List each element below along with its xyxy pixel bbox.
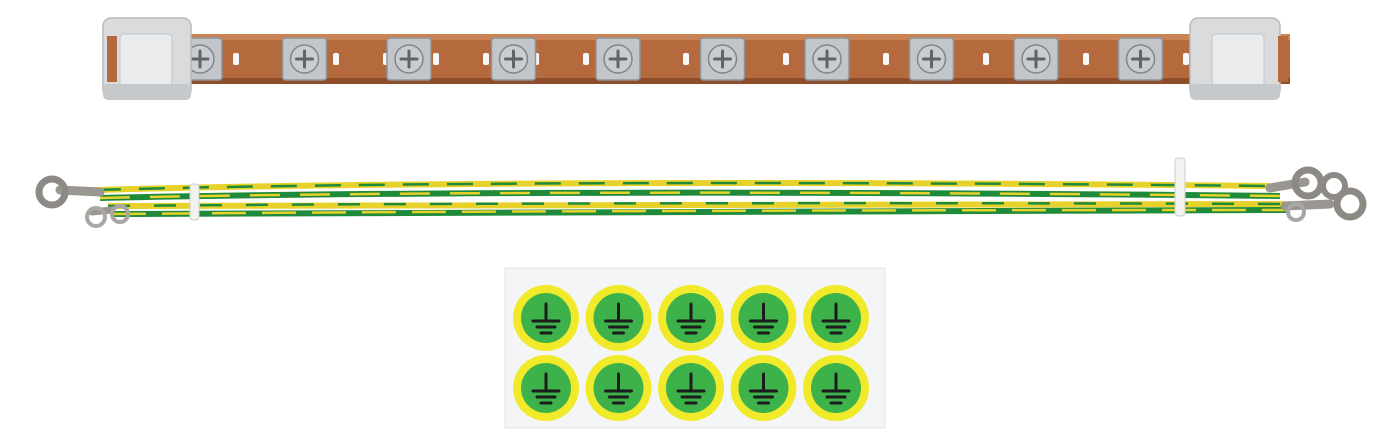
earth-labels: [513, 285, 869, 421]
earth-label: [585, 285, 652, 351]
busbar-terminal: [699, 37, 746, 81]
earth-cables: [35, 157, 1367, 228]
busbar-slot: [1083, 53, 1089, 65]
busbar-terminal: [490, 37, 537, 81]
screw-slot: [608, 49, 628, 69]
ring-lugs-left: [35, 175, 130, 228]
ring-lugs-right: [1265, 166, 1367, 222]
busbar-slot: [483, 53, 489, 65]
earth-ground-icon: [604, 302, 633, 335]
earth-ground-icon: [676, 302, 706, 335]
earth-ground-icon: [531, 372, 561, 405]
busbar-slot: [333, 53, 339, 65]
busbar-terminal: [1013, 37, 1059, 81]
screw-slot: [713, 49, 732, 69]
busbar-slot: [433, 53, 439, 65]
earthing-busbar: [102, 17, 1290, 100]
earth-ground-icon: [749, 372, 778, 405]
busbar-terminal: [386, 37, 432, 81]
cable-bundle: [94, 180, 1289, 217]
screw-slot: [817, 49, 837, 69]
busbar-terminals: [177, 37, 1164, 81]
screw-slot: [295, 49, 314, 69]
cable-tie-left: [189, 183, 200, 221]
earth-label: [730, 285, 797, 351]
busbar-slot: [983, 53, 989, 65]
earth-ground-icon: [604, 372, 633, 405]
earth-label: [513, 355, 579, 421]
cable-tie-right: [1174, 157, 1186, 217]
busbar-terminal: [281, 37, 328, 81]
busbar-terminal: [595, 37, 641, 81]
screw-slot: [190, 49, 210, 69]
screw-slot: [1131, 49, 1150, 69]
busbar-terminal: [908, 37, 955, 81]
busbar-end-holder-right: [1189, 17, 1288, 100]
busbar-slot: [783, 53, 789, 65]
screw-slot: [399, 49, 419, 69]
busbar-end-holder-left: [102, 17, 192, 100]
earth-label: [658, 285, 724, 351]
earth-ground-icon: [821, 302, 851, 335]
busbar-terminal: [804, 37, 850, 81]
busbar-terminal: [1117, 37, 1164, 81]
busbar-slot: [683, 53, 689, 65]
earth-ground-icon: [531, 302, 561, 335]
earth-label: [730, 355, 797, 421]
earth-label-sheet: [504, 267, 886, 429]
earth-label: [658, 355, 724, 421]
busbar-slot: [1183, 53, 1189, 65]
earth-ground-icon: [821, 372, 851, 405]
earth-label: [585, 355, 652, 421]
screw-slot: [922, 49, 941, 69]
screw-slot: [504, 49, 523, 69]
busbar-slot: [883, 53, 889, 65]
busbar-slot: [233, 53, 239, 65]
busbar-slot: [583, 53, 589, 65]
earth-label: [803, 285, 869, 351]
earth-label: [803, 355, 869, 421]
screw-slot: [1026, 49, 1046, 69]
earth-ground-icon: [676, 372, 706, 405]
earth-label: [513, 285, 579, 351]
earth-ground-icon: [749, 302, 778, 335]
